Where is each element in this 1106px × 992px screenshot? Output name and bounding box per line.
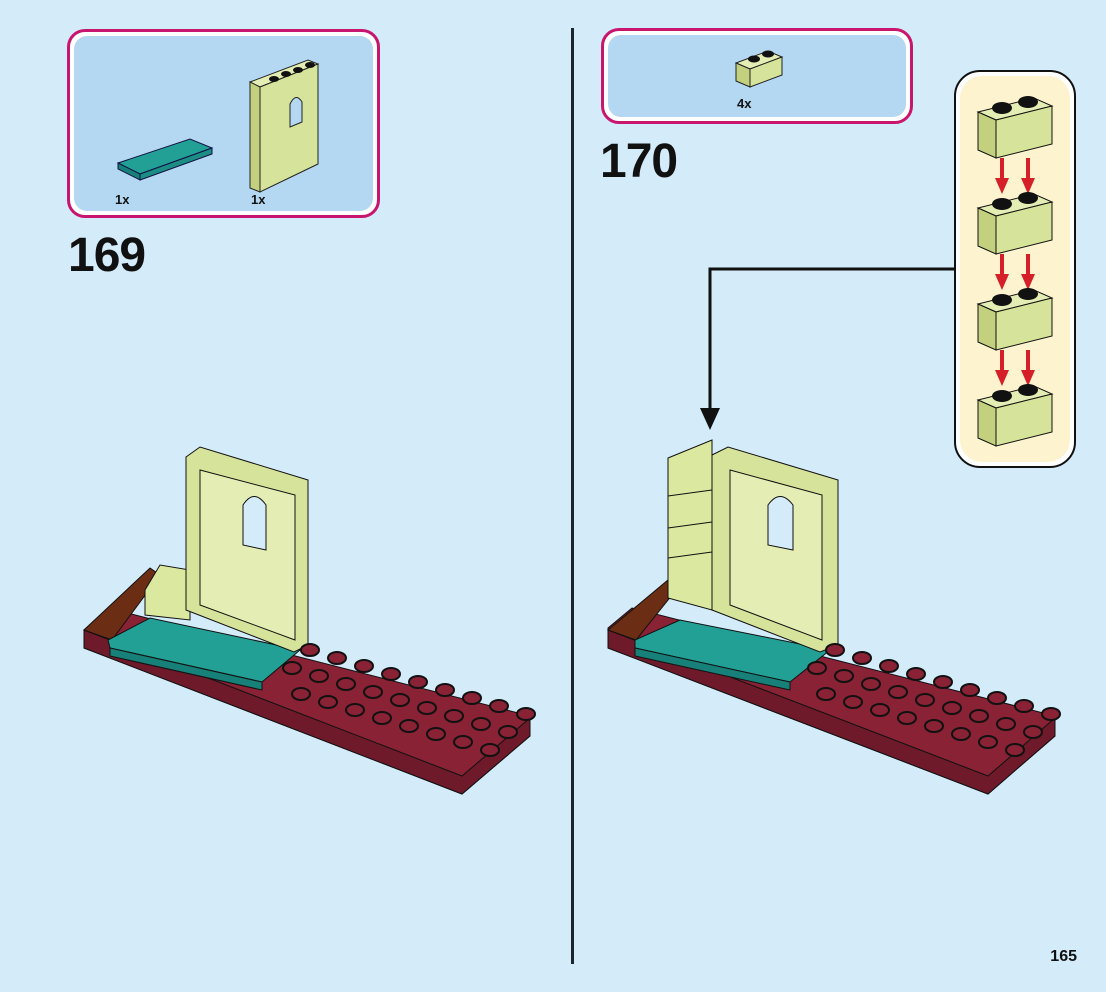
plate-stud: [861, 677, 881, 691]
plate-stud: [336, 677, 356, 691]
plate-stud: [345, 703, 365, 717]
plate-stud: [951, 727, 971, 741]
plate-stud: [969, 709, 989, 723]
plate-stud: [1041, 707, 1061, 721]
plate-stud: [453, 735, 473, 749]
plate-stud: [309, 669, 329, 683]
plate-stud: [381, 667, 401, 681]
plate-stud: [870, 703, 890, 717]
plate-stud: [1014, 699, 1034, 713]
plate-stud: [879, 659, 899, 673]
plate-stud: [372, 711, 392, 725]
plate-stud: [291, 687, 311, 701]
parts-list-step-170: 4x: [601, 28, 913, 124]
plate-stud: [978, 735, 998, 749]
plate-stud: [915, 693, 935, 707]
plate-stud: [363, 685, 383, 699]
plate-stud: [933, 675, 953, 689]
parts-illustration-170: [734, 50, 784, 88]
plate-stud: [843, 695, 863, 709]
plate-stud: [498, 725, 518, 739]
wall-panel-icon: [248, 59, 320, 193]
plate-stud: [300, 643, 320, 657]
part-qty: 4x: [737, 96, 752, 111]
model-step-170: [607, 439, 1061, 795]
plate-stud: [825, 643, 845, 657]
plate-stud: [807, 661, 827, 675]
plate-stud: [897, 711, 917, 725]
plate-stud: [390, 693, 410, 707]
plate-stud: [987, 691, 1007, 705]
plate-stud: [516, 707, 536, 721]
red-arrow: [1021, 254, 1035, 290]
page-divider: [571, 28, 574, 964]
part-qty: 1x: [115, 192, 130, 207]
plate-stud: [282, 661, 302, 675]
plate-stud: [471, 717, 491, 731]
step-number: 170: [600, 135, 678, 188]
plate-stud: [1023, 725, 1043, 739]
red-arrow: [1021, 158, 1035, 194]
part-qty: 1x: [251, 192, 266, 207]
callout-brick: [976, 192, 1054, 255]
page-number: 165: [1050, 948, 1077, 965]
red-arrow: [995, 254, 1009, 290]
plate-stud: [444, 709, 464, 723]
parts-illustration-169: [116, 59, 320, 193]
teal-tile-icon: [116, 138, 214, 181]
plate-stud: [462, 691, 482, 705]
plate-stud: [480, 743, 500, 757]
callout-brick-stack: [976, 96, 1054, 447]
plate-stud: [816, 687, 836, 701]
plate-stud: [318, 695, 338, 709]
plate-stud: [924, 719, 944, 733]
plate-stud: [942, 701, 962, 715]
red-arrow: [1021, 350, 1035, 386]
plate-stud: [327, 651, 347, 665]
plate-stud: [852, 651, 872, 665]
red-arrow: [995, 350, 1009, 386]
plate-stud: [426, 727, 446, 741]
plate-stud: [960, 683, 980, 697]
red-arrow: [995, 158, 1009, 194]
model-step-169: [83, 446, 536, 795]
plate-stud: [996, 717, 1016, 731]
brick-1x2-icon: [734, 50, 784, 88]
callout-brick: [976, 96, 1054, 159]
plate-stud: [1005, 743, 1025, 757]
plate-stud: [435, 683, 455, 697]
callout-brick: [976, 384, 1054, 447]
plate-stud: [834, 669, 854, 683]
plate-stud: [354, 659, 374, 673]
plate-stud: [888, 685, 908, 699]
placement-arrow: [700, 267, 954, 430]
parts-list-step-169: 1x 1x: [67, 29, 380, 218]
plate-stud: [408, 675, 428, 689]
plate-stud: [417, 701, 437, 715]
plate-stud: [906, 667, 926, 681]
plate-stud: [399, 719, 419, 733]
callout-brick: [976, 288, 1054, 351]
step-number: 169: [68, 229, 146, 282]
plate-stud: [489, 699, 509, 713]
